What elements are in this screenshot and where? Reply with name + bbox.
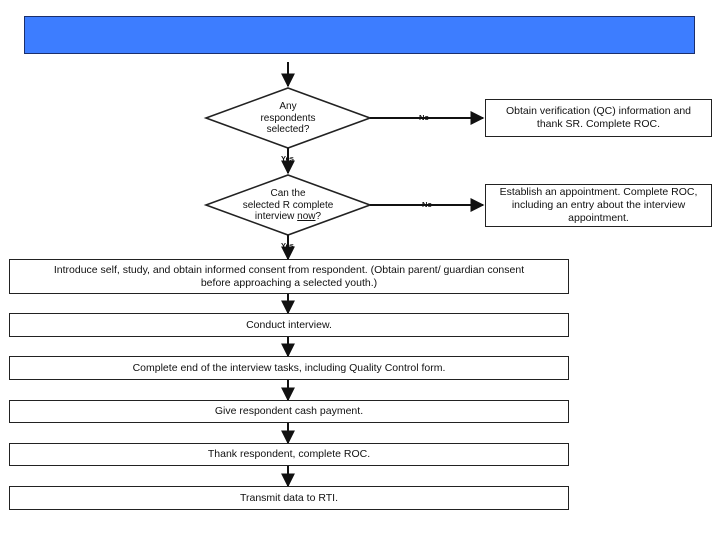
side-box-verification: Obtain verification (QC) information and…: [485, 99, 712, 137]
decision-label-complete-now: Can the selected R complete interview no…: [242, 188, 334, 222]
step-end-tasks: Complete end of the interview tasks, inc…: [9, 356, 569, 380]
decision-label-any-selected: Any respondents selected?: [260, 101, 316, 135]
step-thank-respondent: Thank respondent, complete ROC.: [9, 443, 569, 466]
side-box-appointment: Establish an appointment. Complete ROC, …: [485, 184, 712, 227]
step-transmit-data: Transmit data to RTI.: [9, 486, 569, 510]
edge-label-no-1: No: [419, 113, 429, 122]
edge-label-yes-2: Yes: [281, 241, 294, 250]
edge-label-no-2: No: [422, 200, 432, 209]
step-introduce-consent: Introduce self, study, and obtain inform…: [9, 259, 569, 294]
edge-label-yes-1: Yes: [281, 154, 294, 163]
step-cash-payment: Give respondent cash payment.: [9, 400, 569, 423]
step-conduct-interview: Conduct interview.: [9, 313, 569, 337]
title-bar: [24, 16, 695, 54]
